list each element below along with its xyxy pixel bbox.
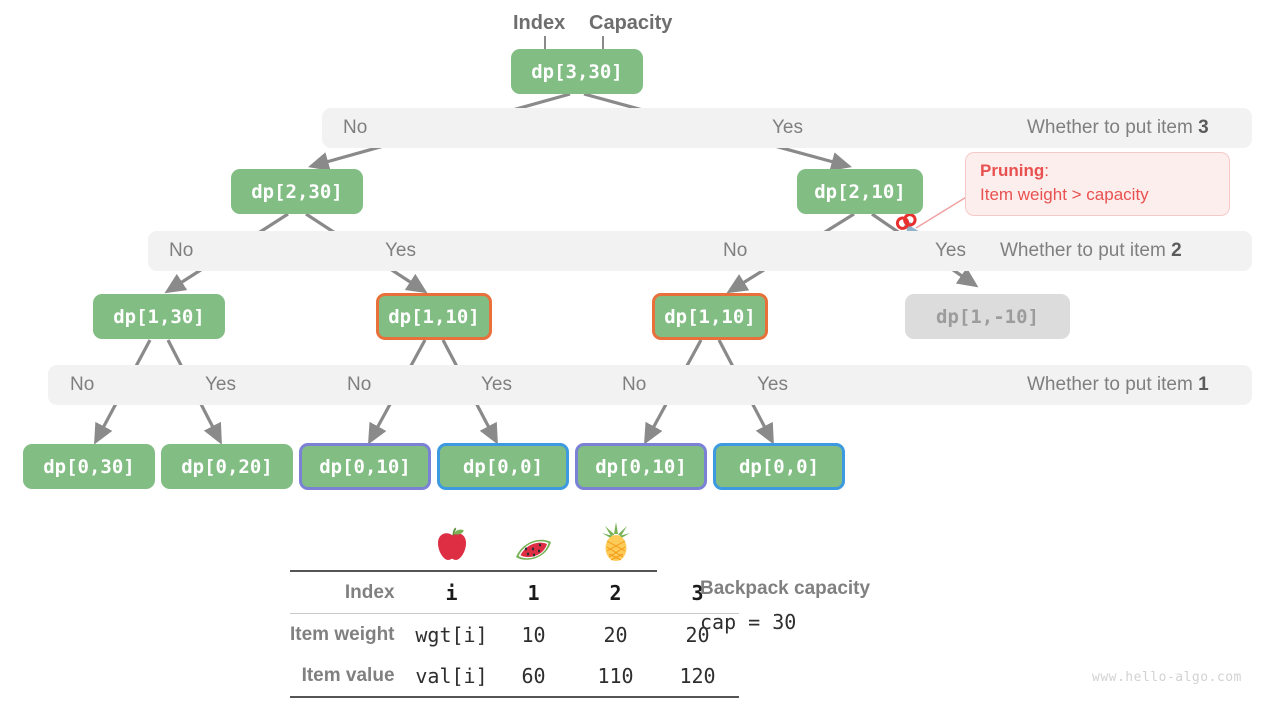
fruit-spacer	[290, 520, 411, 571]
decision-bar-item-2	[148, 231, 1252, 271]
table-row-index: Index i 1 2 3	[290, 572, 739, 614]
decision-bar-item-1	[48, 365, 1252, 405]
tree-leaf-dp-0-30[interactable]: dp[0,30]	[23, 444, 155, 489]
branch-label-no: No	[723, 240, 748, 261]
cell-wgt-2: 20	[603, 622, 628, 647]
branch-label-no: No	[70, 374, 95, 395]
pruning-title-line: Pruning:	[980, 161, 1049, 180]
table-fruit-row	[290, 520, 739, 571]
branch-label-no: No	[622, 374, 647, 395]
tree-node-dp-1-10-a[interactable]: dp[1,10]	[376, 293, 492, 340]
branch-label-yes: Yes	[935, 240, 966, 261]
branch-label-yes: Yes	[757, 374, 788, 395]
table-bottom-rule	[290, 696, 739, 704]
capacity-annotation-label: Capacity	[589, 12, 673, 34]
capacity-value: cap = 30	[700, 610, 797, 634]
tree-leaf-dp-0-20[interactable]: dp[0,20]	[161, 444, 293, 489]
branch-label-no: No	[343, 117, 368, 138]
table-subrule	[290, 613, 739, 614]
decision-question-item-2: Whether to put item 2	[1000, 240, 1182, 261]
tree-node-root[interactable]: dp[3,30]	[511, 49, 643, 94]
branch-label-no: No	[169, 240, 194, 261]
cell-val-3: 120	[679, 663, 716, 688]
decision-bar-item-3	[322, 108, 1252, 148]
pineapple-icon	[575, 520, 657, 571]
branch-label-yes: Yes	[385, 240, 416, 261]
branch-label-yes: Yes	[481, 374, 512, 395]
pruning-callout: Pruning: Item weight > capacity	[965, 152, 1230, 216]
index-annotation-label: Index	[513, 12, 566, 34]
backpack-capacity-block: Backpack capacity cap = 30	[700, 578, 870, 634]
cell-index-3: 3	[691, 580, 704, 605]
branch-label-yes: Yes	[205, 374, 236, 395]
branch-label-yes: Yes	[772, 117, 803, 138]
branch-label-no: No	[347, 374, 372, 395]
tree-leaf-dp-0-10-b[interactable]: dp[0,10]	[575, 443, 707, 490]
pruning-reason: Item weight > capacity	[980, 185, 1149, 204]
row-label-index: Index	[344, 581, 395, 603]
tree-leaf-dp-0-0-a[interactable]: dp[0,0]	[437, 443, 569, 490]
tree-node-dp-1-10-b[interactable]: dp[1,10]	[652, 293, 768, 340]
row-name-wgt: wgt[i]	[415, 622, 488, 647]
tree-leaf-dp-0-0-b[interactable]: dp[0,0]	[713, 443, 845, 490]
decision-question-item-1: Whether to put item 1	[1027, 374, 1209, 395]
capacity-title: Backpack capacity	[700, 578, 871, 599]
apple-icon	[411, 520, 493, 571]
decision-question-item-3: Whether to put item 3	[1027, 117, 1209, 138]
watermark: www.hello-algo.com	[1092, 670, 1242, 685]
row-name-val: val[i]	[415, 663, 488, 688]
cell-wgt-3: 20	[685, 622, 710, 647]
table-row-value: Item value val[i] 60 110 120	[290, 655, 739, 697]
items-table: Index i 1 2 3 Item weight wgt[i] 10 20 2…	[290, 520, 739, 704]
row-label-item-value: Item value	[301, 664, 395, 686]
tree-node-dp-2-30[interactable]: dp[2,30]	[231, 169, 363, 214]
cell-val-1: 60	[521, 663, 546, 688]
tree-leaf-dp-0-10-a[interactable]: dp[0,10]	[299, 443, 431, 490]
row-name-i: i	[445, 580, 458, 605]
cell-index-2: 2	[609, 580, 622, 605]
watermelon-icon	[493, 520, 575, 571]
cell-val-2: 110	[597, 663, 634, 688]
table-row-weight: Item weight wgt[i] 10 20 20	[290, 614, 739, 655]
cell-index-1: 1	[527, 580, 540, 605]
tree-node-dp-1-neg10-pruned[interactable]: dp[1,-10]	[905, 294, 1070, 339]
cell-wgt-1: 10	[521, 622, 546, 647]
row-label-item-weight: Item weight	[290, 623, 395, 645]
tree-node-dp-1-30[interactable]: dp[1,30]	[93, 294, 225, 339]
tree-node-dp-2-10[interactable]: dp[2,10]	[797, 169, 923, 214]
